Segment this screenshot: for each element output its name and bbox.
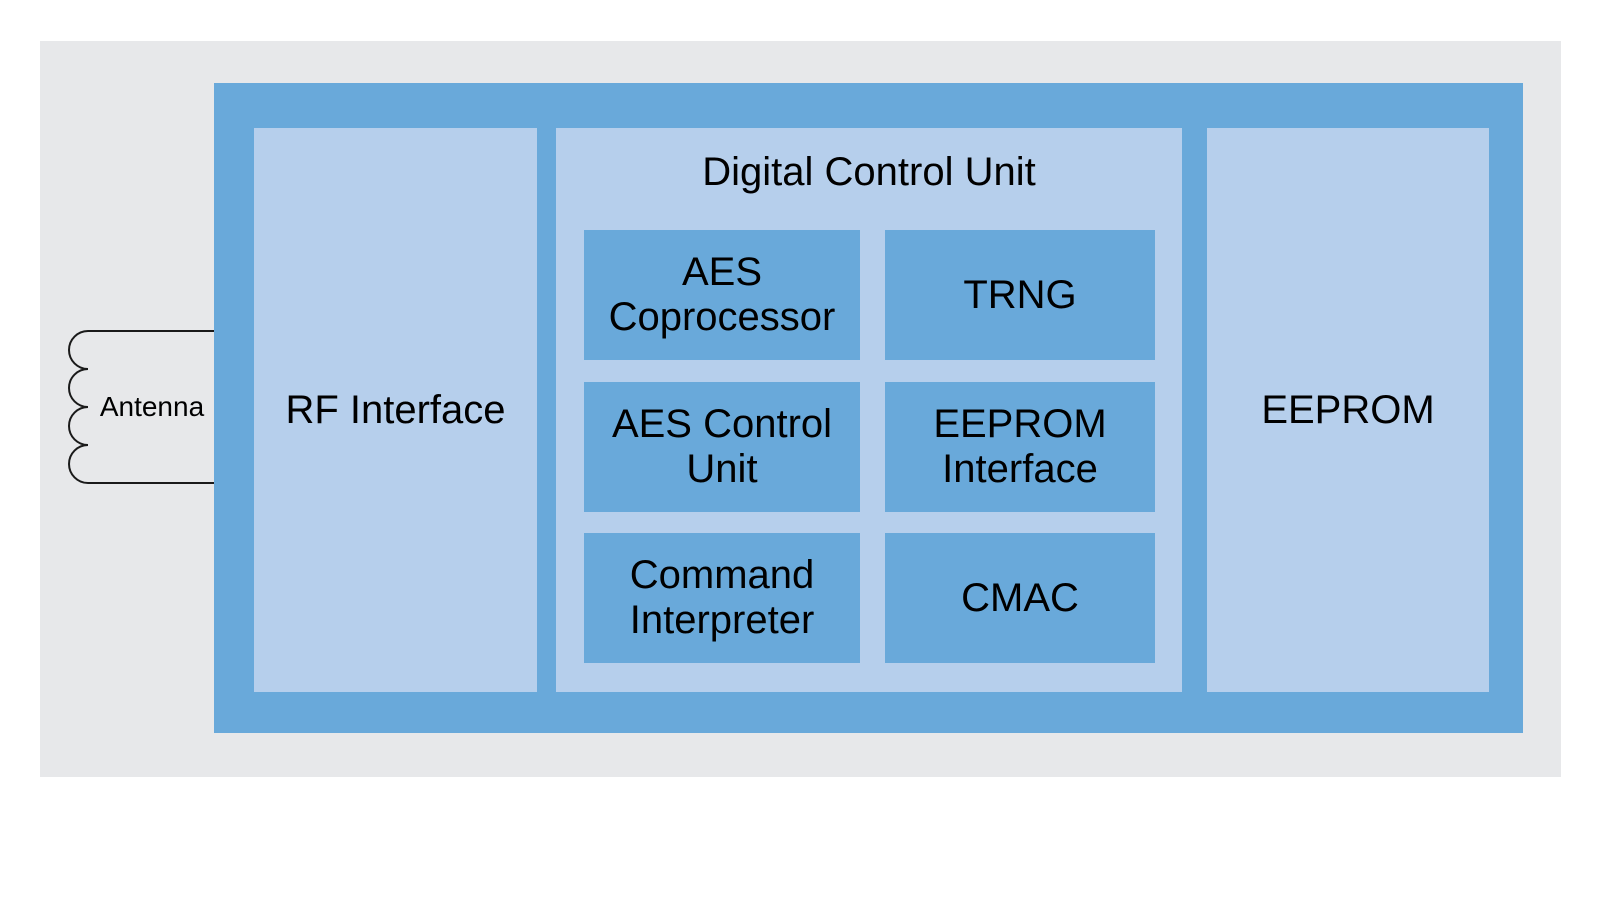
digital-control-unit-block: Digital Control Unit AES Coprocessor TRN… (556, 128, 1182, 692)
trng-label: TRNG (963, 272, 1077, 317)
digital-control-unit-title: Digital Control Unit (702, 150, 1036, 194)
cmac-label: CMAC (961, 575, 1079, 620)
aes-control-unit-label: AES Control Unit (611, 402, 833, 491)
eeprom-interface-label: EEPROM Interface (933, 402, 1107, 491)
antenna-symbol (68, 330, 216, 484)
chip-body: RF Interface Digital Control Unit AES Co… (214, 83, 1523, 733)
antenna-label: Antenna (99, 391, 205, 422)
antenna-coil-icon (68, 330, 216, 484)
dcu-block-aes-control-unit: AES Control Unit (584, 382, 860, 512)
rf-interface-label: RF Interface (285, 387, 506, 432)
command-interpreter-label: Command Interpreter (629, 553, 815, 642)
dcu-block-cmac: CMAC (885, 533, 1155, 663)
dcu-block-command-interpreter: Command Interpreter (584, 533, 860, 663)
dcu-block-eeprom-interface: EEPROM Interface (885, 382, 1155, 512)
dcu-block-aes-coprocessor: AES Coprocessor (584, 230, 860, 360)
dcu-block-trng: TRNG (885, 230, 1155, 360)
aes-coprocessor-label: AES Coprocessor (608, 250, 836, 339)
eeprom-block: EEPROM (1207, 128, 1489, 692)
rf-interface-block: RF Interface (254, 128, 537, 692)
eeprom-label: EEPROM (1261, 387, 1435, 432)
